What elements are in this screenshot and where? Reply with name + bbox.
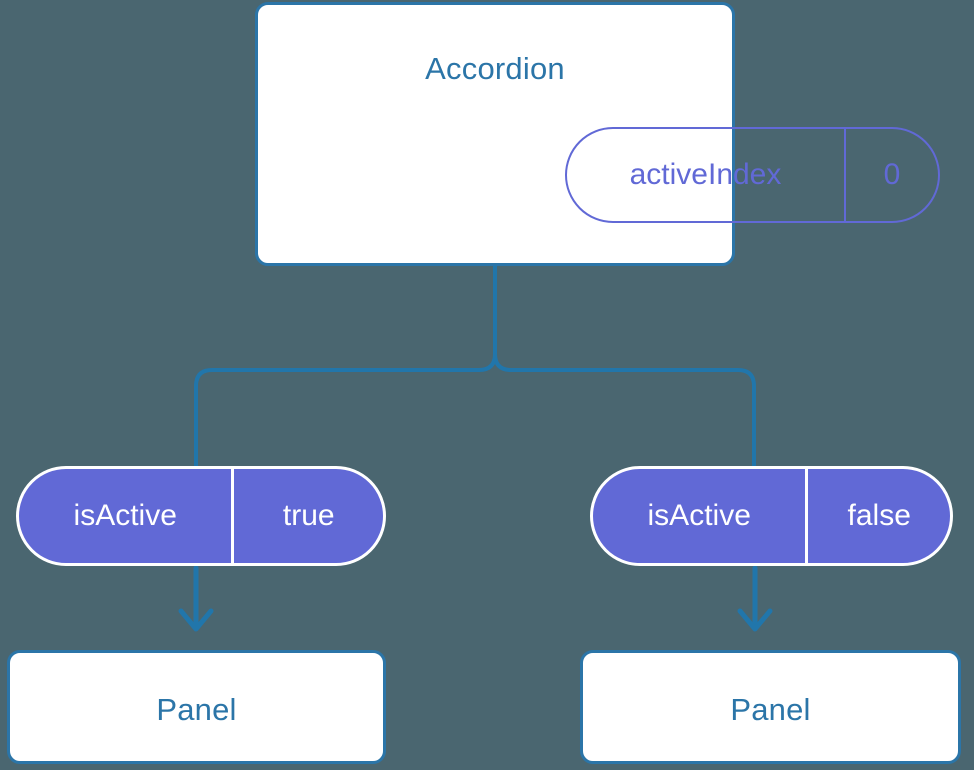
state-pill-active-index: activeIndex 0 xyxy=(565,127,940,223)
state-pill-is-active-false-key: isActive xyxy=(647,499,751,532)
panel-title-right: Panel xyxy=(730,692,811,727)
accordion-title: Accordion xyxy=(425,51,565,86)
arrow-down-icon-right-head xyxy=(737,608,773,632)
panel-component-card-left: Panel xyxy=(7,650,386,764)
state-pill-is-active-false: isActive false xyxy=(590,466,953,566)
state-pill-active-index-key: activeIndex xyxy=(629,158,782,191)
state-pill-active-index-value: 0 xyxy=(844,129,938,221)
state-pill-is-active-true: isActive true xyxy=(16,466,386,566)
state-pill-is-active-true-value: true xyxy=(231,469,383,563)
arrow-down-icon-left-head xyxy=(178,608,214,632)
tree-branch-connector-left xyxy=(194,264,497,468)
panel-title-left: Panel xyxy=(156,692,237,727)
state-pill-is-active-true-key: isActive xyxy=(73,499,177,532)
tree-branch-connector xyxy=(493,264,756,468)
accordion-component-card: Accordion activeIndex 0 xyxy=(255,2,940,266)
panel-component-card-right: Panel xyxy=(580,650,961,764)
state-pill-is-active-false-value: false xyxy=(805,469,950,563)
